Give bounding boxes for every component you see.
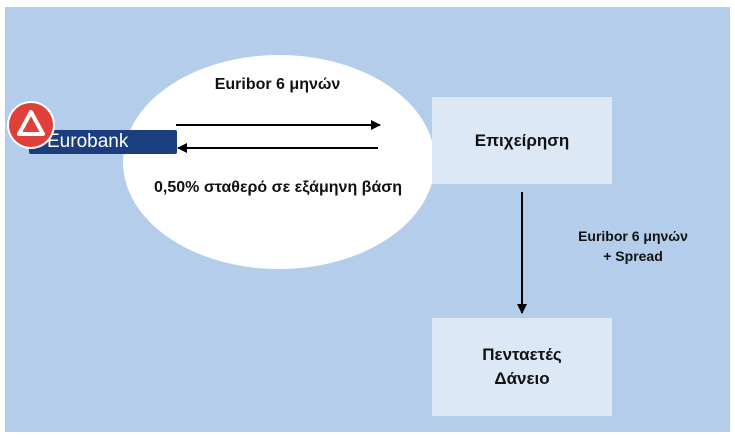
company-box: Επιχείρηση <box>432 97 612 184</box>
loan-label-line2: Δάνειο <box>494 369 550 388</box>
loan-rate-label: Euribor 6 μηνών + Spread <box>538 226 728 266</box>
fixed-rate-label: 0,50% σταθερό σε εξάμηνη βάση <box>154 179 402 196</box>
loan-rate-line1: Euribor 6 μηνών <box>578 228 688 244</box>
logo-badge-icon <box>9 103 53 147</box>
loan-box: Πενταετές Δάνειο <box>432 318 612 416</box>
eurobank-logo: Eurobank <box>9 103 177 155</box>
loan-label-line1: Πενταετές <box>482 345 562 364</box>
company-label: Επιχείρηση <box>474 130 570 150</box>
swap-ellipse <box>123 55 435 269</box>
floating-rate-label: Euribor 6 μηνών <box>214 76 341 93</box>
logo-wordmark: Eurobank <box>29 130 177 154</box>
loan-rate-line2: + Spread <box>603 248 663 264</box>
